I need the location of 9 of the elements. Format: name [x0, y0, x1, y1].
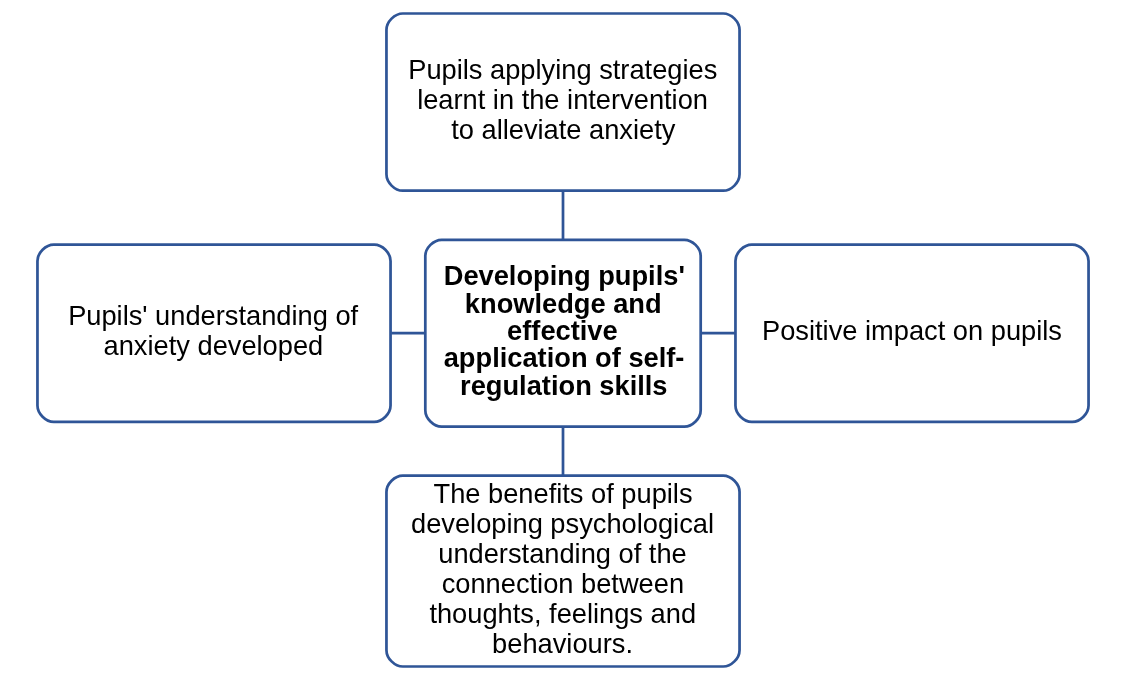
node-box: Pupils' understanding of anxiety developed [35, 243, 392, 424]
connector [561, 426, 564, 476]
connector [700, 331, 735, 335]
node-box: Developing pupils' knowledge and effective application of self-regulation skills [423, 238, 702, 428]
node-box: Positive impact on pupils [733, 243, 1090, 424]
node-box: The benefits of pupils developing psychological understanding of the connection between thoughts, feelings and behaviours. [384, 474, 741, 668]
connector [390, 331, 425, 335]
node-box: Pupils applying strategies learnt in the intervention to alleviate anxiety [384, 12, 741, 193]
connector [561, 191, 564, 240]
